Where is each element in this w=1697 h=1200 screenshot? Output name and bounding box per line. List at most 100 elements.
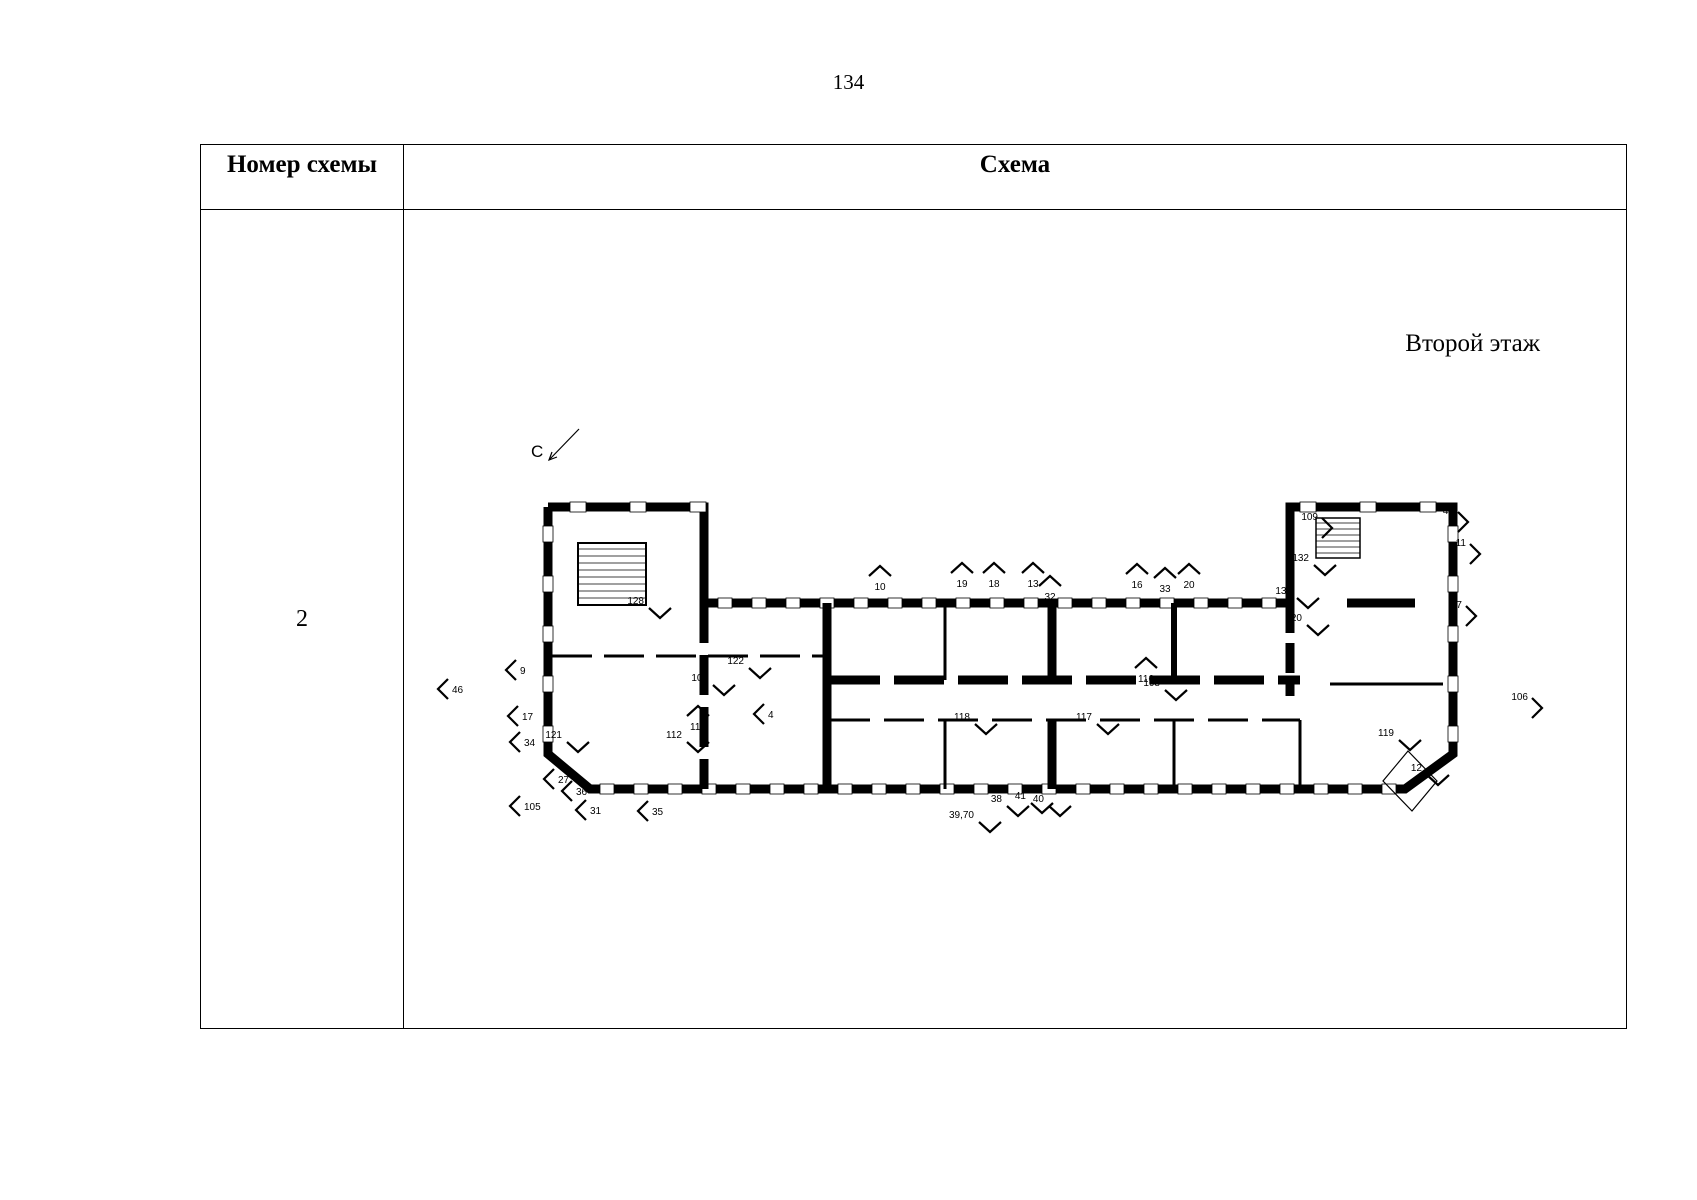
view-marker <box>504 659 517 681</box>
view-marker-label: 39,70 <box>949 810 974 821</box>
view-marker-label: 119 <box>1378 728 1394 739</box>
view-marker <box>648 607 672 620</box>
window <box>1057 597 1073 609</box>
view-marker-label: 33 <box>1159 584 1171 595</box>
view-marker-label: 38 <box>991 794 1003 805</box>
view-marker-label: 11 <box>1456 538 1467 549</box>
header-scheme: Схема <box>403 144 1627 210</box>
view-marker <box>1457 511 1470 533</box>
view-marker-label: 132 <box>1292 553 1309 564</box>
view-marker-label: 32 <box>1044 592 1056 603</box>
window <box>751 597 767 609</box>
view-marker-label: 4 <box>768 710 774 721</box>
view-marker <box>506 705 519 727</box>
page-number: 134 <box>832 70 865 94</box>
window <box>1299 501 1317 513</box>
window <box>1125 597 1141 609</box>
window <box>1419 501 1437 513</box>
window <box>1245 783 1261 795</box>
view-marker <box>686 704 710 717</box>
window <box>1279 783 1295 795</box>
window <box>542 725 554 743</box>
window <box>1143 783 1159 795</box>
view-marker <box>1531 697 1544 719</box>
view-marker-label: 117 <box>1076 712 1092 723</box>
view-marker <box>636 800 649 822</box>
view-marker-label: 17 <box>522 712 534 723</box>
north-arrow-head <box>547 451 558 462</box>
view-marker <box>1048 805 1072 818</box>
window <box>1447 525 1459 543</box>
view-marker <box>978 821 1002 834</box>
view-marker <box>1134 656 1158 669</box>
view-marker-label: 31 <box>590 806 602 817</box>
view-marker <box>542 768 555 790</box>
view-marker-label: 106 <box>1511 692 1528 703</box>
view-marker-label: 27 <box>558 775 570 786</box>
window <box>1007 783 1023 795</box>
window <box>1177 783 1193 795</box>
window <box>1447 675 1459 693</box>
view-marker <box>974 723 998 736</box>
view-marker <box>686 741 710 754</box>
view-marker <box>752 703 765 725</box>
view-marker-label: 112 <box>666 730 682 741</box>
window <box>599 783 615 795</box>
window <box>769 783 785 795</box>
window <box>871 783 887 795</box>
view-marker <box>1313 564 1337 577</box>
view-marker-label: 35 <box>652 807 664 818</box>
view-marker-label: 118 <box>954 712 970 723</box>
window <box>785 597 801 609</box>
view-marker-label: 34 <box>524 738 536 749</box>
view-marker <box>1153 566 1177 579</box>
window <box>689 501 707 513</box>
view-marker <box>508 731 521 753</box>
window <box>542 625 554 643</box>
window <box>1381 783 1397 795</box>
scheme-number-cell: 2 <box>200 209 404 1029</box>
window <box>633 783 649 795</box>
staircase <box>577 542 647 606</box>
view-marker-label: 20 <box>1183 580 1195 591</box>
view-marker <box>1177 562 1201 575</box>
view-marker <box>1006 805 1030 818</box>
window <box>989 597 1005 609</box>
view-marker-label: 122 <box>727 656 744 667</box>
view-marker-label: 41 <box>1015 791 1027 802</box>
view-marker <box>1038 574 1062 587</box>
window <box>1023 597 1039 609</box>
view-marker-label: 133 <box>1275 586 1292 597</box>
window <box>939 783 955 795</box>
window <box>955 597 971 609</box>
view-marker <box>868 564 892 577</box>
view-marker <box>560 780 573 802</box>
entrance <box>1382 750 1438 812</box>
view-marker <box>1096 723 1120 736</box>
view-marker <box>574 799 587 821</box>
view-marker-label: 19 <box>956 579 968 590</box>
view-marker <box>712 684 736 697</box>
window <box>1261 597 1277 609</box>
window <box>1211 783 1227 795</box>
view-marker-label: 113 <box>690 722 706 733</box>
window <box>1447 625 1459 643</box>
view-marker-label: 42 <box>1443 506 1455 517</box>
view-marker <box>1021 561 1045 574</box>
view-marker <box>1306 624 1330 637</box>
north-label: С <box>531 442 543 461</box>
view-marker <box>1125 562 1149 575</box>
window <box>921 597 937 609</box>
view-marker <box>436 678 449 700</box>
window <box>973 783 989 795</box>
view-marker <box>566 741 590 754</box>
view-marker-label: 12 <box>1411 763 1423 774</box>
view-marker-label: 128 <box>627 596 644 607</box>
view-marker <box>1321 517 1334 539</box>
window <box>717 597 733 609</box>
window <box>1193 597 1209 609</box>
